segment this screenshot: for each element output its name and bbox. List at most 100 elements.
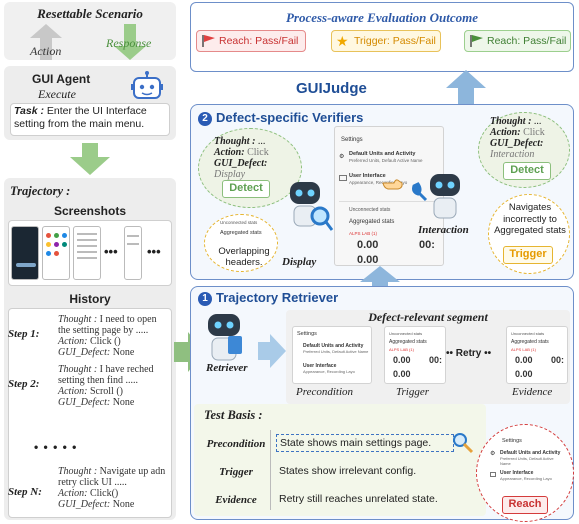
- reach-default-units: Default Units and Activity: [500, 450, 561, 456]
- test-basis-divider: [270, 430, 271, 510]
- step-1-defect: None: [112, 347, 135, 358]
- interaction-detect-button[interactable]: Detect: [503, 162, 551, 180]
- segment-title: Defect-relevant segment: [368, 310, 488, 324]
- verifier-settings-label: Settings: [341, 137, 363, 143]
- row-evidence-key: Evidence: [215, 494, 257, 506]
- trigger-screen: Unconnected stats Aggregated stats ALPS …: [384, 326, 446, 384]
- verifier-value-2: 00:: [419, 239, 435, 251]
- display-action-key: Action:: [214, 147, 245, 158]
- row-precondition-key: Precondition: [206, 438, 266, 450]
- precondition-label: Precondition: [296, 386, 354, 398]
- screenshot-apps: [42, 226, 70, 280]
- step-1-thought: I need to open the setting page by .....: [58, 314, 157, 336]
- screenshots-ellipsis-2: •••: [147, 244, 161, 259]
- task-card: [10, 103, 170, 136]
- test-basis-box: [194, 404, 486, 516]
- step-1-defect-key: GUI_Defect:: [58, 347, 111, 358]
- star-icon: ★: [336, 33, 349, 49]
- step-2-thought: I have reched setting then find .....: [58, 364, 154, 386]
- screenshot-settings: [124, 226, 142, 280]
- verifier-screen: Settings ⚙ Default Units and Activity Pr…: [334, 126, 444, 266]
- trigger-button[interactable]: Trigger: [503, 246, 553, 264]
- retriever-title: 1 Trajectory Retriever: [198, 290, 338, 306]
- retry-dots-right: ••: [484, 348, 492, 359]
- reach-pass-badge: Reach: Pass/Fail: [464, 30, 571, 52]
- history-dots: • • • • •: [34, 440, 78, 454]
- step-n-thought: Navigate up adn retry click UI .....: [58, 466, 166, 488]
- evi-tag: ALPS LAB (1): [511, 347, 536, 352]
- verifiers-title: 2 Defect-specific Verifiers: [198, 110, 363, 126]
- step-2-text: Thought : I have reched setting then fin…: [58, 364, 170, 408]
- reach-badge-text: Reach: Pass/Fail: [219, 35, 299, 47]
- interaction-robot-icon: [412, 174, 460, 219]
- verifier-unconnected: Unconnected stats: [349, 207, 391, 213]
- precondition-screen: Settings Default Units and Activity Pref…: [292, 326, 372, 384]
- display-defect-key: GUI_Defect:: [214, 158, 268, 169]
- verifier-aggregated: Aggregated stats: [349, 219, 395, 225]
- step-n-defect-key: GUI_Defect:: [58, 499, 111, 510]
- reach-screen: Settings ⚙ Default Units and Activity Pr…: [488, 434, 564, 496]
- section-up-arrow-icon: [360, 266, 400, 300]
- verifiers-title-text: Defect-specific Verifiers: [216, 110, 364, 125]
- overlap-aggregated: Aggregated stats: [220, 230, 262, 236]
- row-trigger-value: States show irrelevant config.: [279, 465, 417, 477]
- display-action-val: Click: [247, 147, 269, 158]
- scenario-panel: [4, 2, 176, 60]
- reach-button[interactable]: Reach: [502, 496, 548, 514]
- row-trigger-key: Trigger: [219, 466, 253, 478]
- display-detect-button[interactable]: Detect: [222, 180, 270, 198]
- display-thought-key: Thought :: [214, 136, 256, 147]
- trig-value-3: 0.00: [393, 369, 411, 379]
- up-arrow-icon: [446, 70, 486, 106]
- step-n-text: Thought : Navigate up adn retry click UI…: [58, 466, 170, 510]
- verifiers-number: 2: [198, 112, 212, 126]
- action-arrow-icon: [30, 24, 62, 60]
- reach-fail-badge: Reach: Pass/Fail: [196, 30, 306, 52]
- robot-agent-icon: [131, 71, 163, 99]
- overlap-screen: Unconnected stats Aggregated stats: [214, 218, 270, 244]
- step-2-thought-key: Thought :: [58, 364, 98, 375]
- step-2-defect: None: [112, 397, 135, 408]
- step-n-defect: None: [112, 499, 135, 510]
- task-label: Task :: [14, 105, 44, 117]
- verifier-user-interface: User Interface: [349, 173, 386, 179]
- interaction-action-key: Action:: [490, 127, 521, 138]
- verifier-units-icon: ⚙: [339, 154, 345, 160]
- verifier-default-units: Default Units and Activity: [349, 151, 416, 157]
- pre-settings: Settings: [297, 331, 317, 337]
- reach-user-interface-sub: Appearance, Recording Layo: [500, 476, 552, 481]
- evi-unconnected: Unconnected stats: [511, 331, 545, 336]
- interaction-action-val: Click: [523, 127, 545, 138]
- step-1-action: Click (): [89, 336, 121, 347]
- response-arrow-icon: [114, 24, 146, 60]
- reach-gear-icon: ⚙: [490, 451, 496, 457]
- gui-agent-subtitle: Execute: [38, 87, 76, 101]
- trajectory-to-retriever-arrow-icon: [174, 332, 204, 372]
- step-1-action-key: Action:: [58, 336, 88, 347]
- display-robot-icon: [290, 182, 334, 231]
- verifier-tag: ALPS LAB (1): [349, 231, 378, 236]
- step-2-label: Step 2:: [8, 378, 40, 390]
- overlap-text: Overlapping headers.: [218, 246, 270, 268]
- action-label: Action: [30, 44, 62, 58]
- overlap-unconnected: Unconnected stats: [220, 220, 258, 225]
- test-basis-title: Test Basis :: [204, 408, 263, 422]
- verifier-value-1: 0.00: [357, 239, 379, 251]
- evi-aggregated: Aggregated stats: [511, 339, 549, 345]
- trig-aggregated: Aggregated stats: [389, 339, 427, 345]
- red-flag-icon: [202, 35, 215, 47]
- down-arrow-icon: [70, 143, 110, 175]
- evi-value-3: 0.00: [515, 369, 533, 379]
- retriever-title-text: Trajectory Retriever: [216, 290, 339, 305]
- row-precondition-value: State shows main settings page.: [276, 434, 454, 452]
- step-n-thought-key: Thought :: [58, 466, 98, 477]
- trig-value-2: 00:: [429, 355, 443, 365]
- retriever-number: 1: [198, 292, 212, 306]
- step-2-defect-key: GUI_Defect:: [58, 397, 111, 408]
- trig-value-1: 0.00: [393, 355, 411, 365]
- hand-pointer-icon: [382, 179, 403, 190]
- trig-tag: ALPS LAB (1): [389, 347, 414, 352]
- retriever-label: Retriever: [206, 362, 248, 374]
- task-text: Task : Enter the UI Interface setting fr…: [14, 105, 168, 131]
- row-evidence-value: Retry still reaches unrelated state.: [279, 493, 438, 505]
